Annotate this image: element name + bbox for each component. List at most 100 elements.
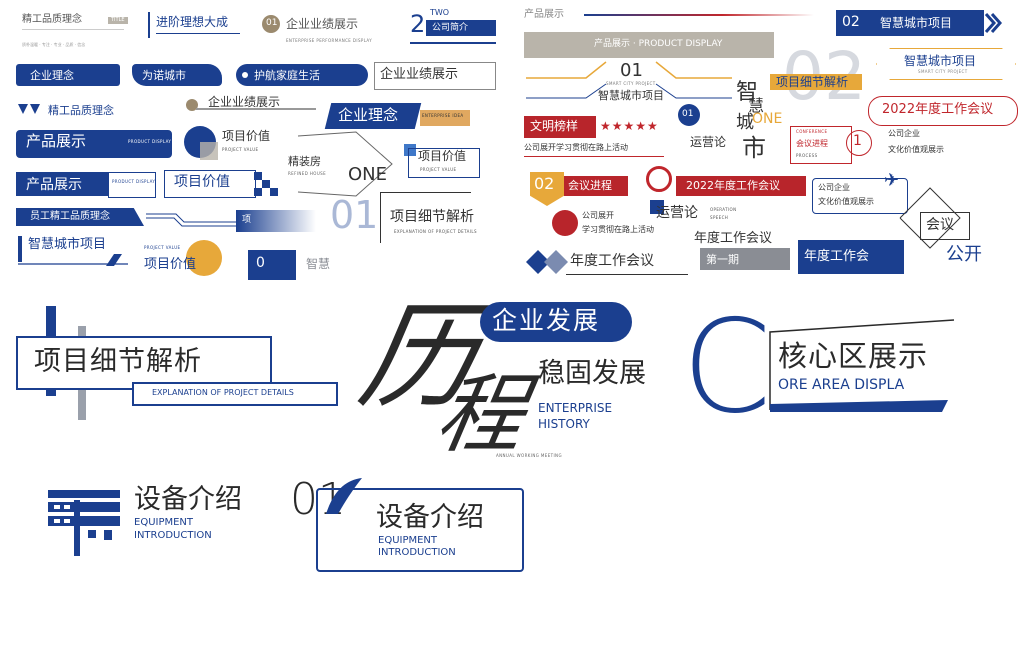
- title-tr-f3: 运营论: [656, 205, 698, 221]
- title-c2: 企业业绩展示: [208, 95, 281, 109]
- header-bar: [426, 20, 496, 36]
- title-tr-g3: 年度工作会议: [694, 231, 773, 246]
- num-g3: 0: [256, 255, 265, 271]
- num-f3: 01: [330, 193, 379, 237]
- title-b3: 护航家庭生活: [254, 69, 320, 82]
- title-g4: 智慧: [306, 257, 331, 271]
- frame-b4: [374, 62, 496, 90]
- target-icon: [646, 166, 672, 192]
- slash-line-icon: [18, 254, 128, 266]
- red-banner: [676, 176, 806, 196]
- tag-e1: [108, 172, 156, 198]
- subtitle-d1: PRODUCT DISPLAY: [128, 139, 172, 144]
- gold-banner: [770, 74, 862, 90]
- label-d4: CONFERENCE: [796, 129, 828, 134]
- server-icon: [48, 490, 120, 556]
- title-d1: 产品展示: [26, 132, 87, 150]
- subtitle-p3: ORE AREA DISPLA: [778, 377, 905, 393]
- gold-tag: [420, 110, 470, 126]
- num-tr-d2: 01: [682, 109, 694, 119]
- label-one: ONE: [348, 164, 388, 185]
- title-tr-c8: 2022年度工作会议: [882, 102, 994, 117]
- title-p5: 设备介绍: [376, 502, 484, 533]
- frame-e2: [164, 170, 256, 198]
- label-f5: SPEECH: [710, 215, 729, 220]
- title-f3: 项目细节解析: [390, 209, 474, 225]
- label-p5-en2: INTRODUCTION: [378, 547, 456, 558]
- block-g4: [798, 240, 904, 274]
- frame-f3: [380, 192, 471, 243]
- title-p1: 项目细节解析: [34, 346, 202, 377]
- plane-icon: ✈: [884, 170, 900, 191]
- title-a2: 进阶理想大成: [156, 15, 229, 29]
- title-e2: 项目价值: [174, 174, 230, 190]
- subtitle-frame: [132, 382, 338, 406]
- big-char-cheng: 程: [429, 365, 533, 465]
- title-c3: 企业理念: [338, 106, 399, 124]
- title-tr-d3: 运营论: [690, 135, 727, 149]
- pill-b3: [236, 64, 368, 86]
- divider: [22, 29, 124, 30]
- chevron-right-icon: [984, 13, 1003, 33]
- big-letter-c: C: [682, 293, 772, 442]
- title-p3: 核心区展示: [778, 339, 929, 373]
- num-a3: 01: [266, 18, 278, 28]
- title-tr-c2: 项目细节解析: [776, 75, 849, 89]
- subtitle-a1: 质朴温暖 · 专注 · 专业 · 品质 · 信念: [22, 42, 86, 47]
- title-tr-g1: 年度工作会议: [570, 253, 654, 269]
- circle-d2: [678, 104, 700, 126]
- subtitle-p2: 稳固发展: [538, 358, 646, 389]
- title-f1: 员工精工品质理念: [30, 211, 110, 222]
- square-icon: [404, 144, 416, 156]
- title-d2: 项目价值: [222, 129, 271, 143]
- title-g1: 智慧城市项目: [28, 237, 107, 252]
- num-tr-b1: 02: [842, 14, 860, 30]
- red-banner: [564, 176, 628, 196]
- label-p4-en1: EQUIPMENT: [134, 517, 194, 528]
- title-a1: 精工品质理念: [22, 14, 82, 25]
- title-b4: 企业业绩展示: [380, 67, 459, 82]
- circle-icon: [552, 210, 578, 236]
- circle-d7: [846, 130, 872, 156]
- pill-d1: [16, 130, 172, 158]
- dot-icon: [242, 72, 248, 78]
- slanted-frame-icon: [769, 319, 955, 412]
- title-a4: 公司简介: [432, 23, 469, 33]
- label-f4: OPERATION: [710, 207, 737, 212]
- accent-bar: [148, 12, 150, 38]
- subtitle-d3: REFINED HOUSE: [288, 171, 327, 176]
- title-p2: 企业发展: [492, 306, 601, 335]
- underline: [196, 108, 316, 110]
- label-d6: PROCESS: [796, 153, 818, 158]
- block-e1: [16, 172, 108, 196]
- title-tr-a1: 产品展示: [524, 9, 564, 20]
- label-p2-en2: HISTORY: [538, 417, 590, 431]
- subtitle-c3: ENTERPRISE IDEA: [422, 113, 464, 118]
- num-tr-e2: 02: [534, 174, 555, 193]
- title-tr-b2: 智慧城市项目: [904, 54, 977, 68]
- title-tr-f1: 公司展开: [582, 211, 614, 220]
- label-one-tr: ONE: [752, 111, 783, 127]
- subtitle-p1: EXPLANATION OF PROJECT DETAILS: [152, 388, 294, 397]
- banner-b1: [836, 10, 984, 36]
- title-tr-a2: 产品展示 · PRODUCT DISPLAY: [594, 39, 723, 49]
- title-c1: 精工品质理念: [48, 104, 114, 117]
- stars-icon: ★★★★★: [600, 119, 659, 133]
- label-p4-en2: INTRODUCTION: [134, 530, 212, 541]
- pill-b2: [132, 64, 222, 86]
- swoosh-icon: [326, 478, 362, 514]
- triangle-icon: [18, 104, 40, 114]
- subtitle-tr-b2: SMART CITY PROJECT: [918, 69, 968, 74]
- tag-a1: TITLE: [108, 17, 128, 24]
- hex-frame: [876, 48, 1016, 80]
- pill-enterprise: [480, 302, 632, 342]
- subtitle-g2: PROJECT VALUE: [144, 245, 181, 250]
- title-tr-e2: 会议进程: [568, 179, 612, 192]
- gradient-line: [584, 14, 814, 16]
- title-frame: [16, 336, 272, 390]
- title-tr-e4: 公司企业: [818, 183, 850, 192]
- title-p4: 设备介绍: [134, 484, 242, 515]
- subtitle-d2: PROJECT VALUE: [222, 147, 259, 152]
- frame-f6: [920, 212, 970, 240]
- subtitle-f3: EXPLANATION OF PROJECT DETAILS: [394, 229, 477, 234]
